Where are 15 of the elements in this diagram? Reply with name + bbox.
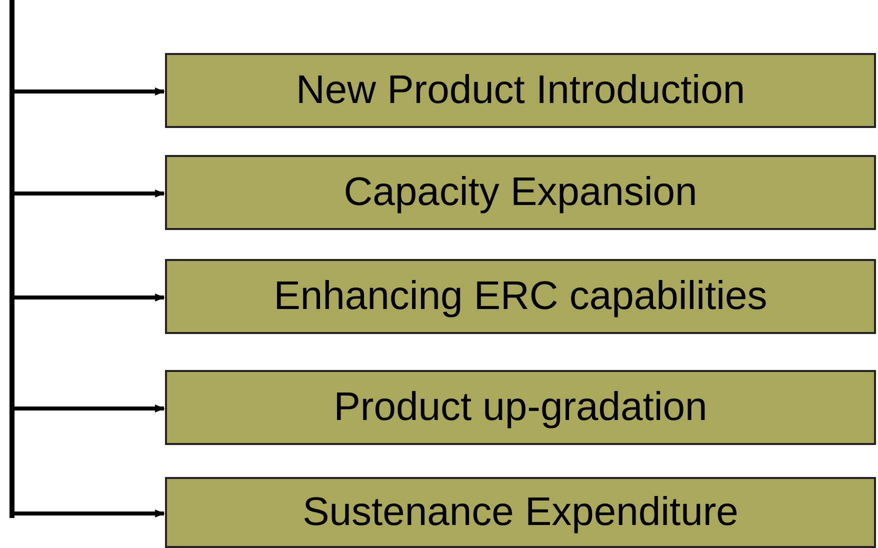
arrow: [10, 510, 165, 518]
process-box: [165, 477, 876, 548]
process-box: [165, 370, 876, 445]
arrow: [10, 88, 165, 96]
process-box: [165, 53, 876, 128]
box-label: Capacity Expansion: [344, 170, 698, 215]
box-label: Product up-gradation: [334, 385, 708, 430]
box-label: Sustenance Expenditure: [302, 490, 738, 535]
arrow: [10, 404, 165, 412]
box-label: Enhancing ERC capabilities: [274, 274, 768, 319]
process-box: [165, 259, 876, 334]
process-box: [165, 155, 876, 230]
box-label: New Product Introduction: [296, 68, 746, 113]
arrow: [10, 190, 165, 198]
arrow: [10, 294, 165, 302]
